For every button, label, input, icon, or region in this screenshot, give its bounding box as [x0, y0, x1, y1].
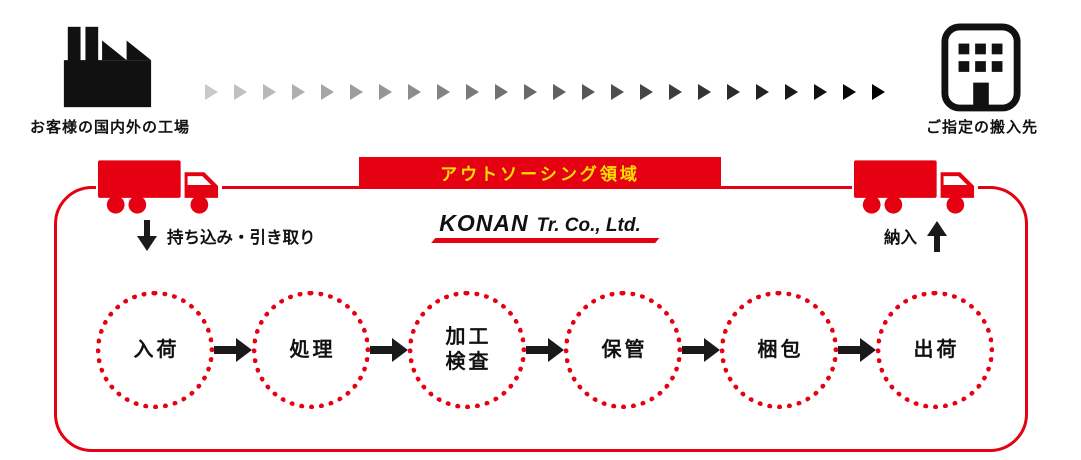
building-icon	[940, 22, 1022, 117]
building-icon-svg	[941, 23, 1021, 112]
outsourcing-area-box	[54, 186, 1028, 452]
delivery-note: 納入	[884, 220, 948, 252]
step-label: 加工	[445, 326, 492, 348]
step-label: 保管	[601, 338, 648, 361]
arrow-triangle-icon	[872, 84, 885, 100]
step-label: 出荷	[913, 338, 960, 361]
arrow-triangle-icon	[640, 84, 653, 100]
arrow-triangle-icon	[611, 84, 624, 100]
arrow-triangle-icon	[408, 84, 421, 100]
arrow-triangle-icon	[321, 84, 334, 100]
konan-logo-main: KONAN	[439, 210, 529, 236]
truck-icon-left	[96, 158, 222, 221]
step-label: 入荷	[133, 338, 180, 361]
arrow-triangle-icon	[669, 84, 682, 100]
arrow-triangle-icon	[379, 84, 392, 100]
building-label: ご指定の搬入先	[925, 119, 1038, 136]
truck-right-svg	[852, 158, 978, 216]
arrow-triangle-icon	[582, 84, 595, 100]
step-arrow-icon	[370, 338, 408, 362]
step-arrow-icon	[214, 338, 252, 362]
arrow-triangle-icon	[350, 84, 363, 100]
factory-icon-svg	[63, 26, 152, 108]
konan-logo: KONAN Tr. Co., Ltd.	[431, 210, 659, 243]
process-step-nyuka: 入荷	[96, 291, 214, 409]
konan-logo-sub: Tr. Co., Ltd.	[536, 215, 641, 236]
arrow-triangle-icon	[466, 84, 479, 100]
process-step-shukka: 出荷	[876, 291, 994, 409]
step-arrow-icon	[526, 338, 564, 362]
step-arrow-icon	[682, 338, 720, 362]
arrow-up-icon	[927, 221, 947, 252]
arrow-triangle-icon	[524, 84, 537, 100]
arrow-triangle-icon	[698, 84, 711, 100]
process-row: 入荷 処理 加工 検査 保管 梱包	[96, 291, 994, 409]
arrow-triangle-icon	[234, 84, 247, 100]
arrow-triangle-icon	[263, 84, 276, 100]
process-step-kako-kensa: 加工 検査	[408, 291, 526, 409]
factory-icon	[58, 20, 156, 117]
step-arrow-icon	[838, 338, 876, 362]
process-step-hokan: 保管	[564, 291, 682, 409]
arrow-triangle-icon	[292, 84, 305, 100]
process-step-konpo: 梱包	[720, 291, 838, 409]
arrow-triangle-icon	[785, 84, 798, 100]
step-label: 検査	[445, 351, 492, 373]
inbound-note-label: 持ち込み・引き取り	[167, 229, 316, 247]
arrow-triangle-icon	[756, 84, 769, 100]
arrow-triangle-icon	[553, 84, 566, 100]
arrow-triangle-icon	[437, 84, 450, 100]
step-label: 処理	[289, 338, 336, 361]
inbound-note: 持ち込み・引き取り	[136, 220, 316, 252]
truck-left-svg	[96, 158, 222, 216]
truck-icon-right	[852, 158, 978, 221]
arrow-triangle-icon	[843, 84, 856, 100]
factory-label: お客様の国内外の工場	[29, 119, 190, 136]
arrow-triangle-icon	[814, 84, 827, 100]
arrow-triangle-icon	[205, 84, 218, 100]
gradient-arrow-strip	[205, 84, 885, 100]
arrow-triangle-icon	[495, 84, 508, 100]
arrow-triangle-icon	[727, 84, 740, 100]
arrow-down-icon	[137, 220, 157, 251]
process-step-shori: 処理	[252, 291, 370, 409]
logo-underline-accent	[431, 238, 659, 243]
outsourcing-banner: アウトソーシング領域	[359, 157, 721, 188]
step-label: 梱包	[757, 338, 804, 361]
delivery-note-label: 納入	[884, 229, 917, 247]
